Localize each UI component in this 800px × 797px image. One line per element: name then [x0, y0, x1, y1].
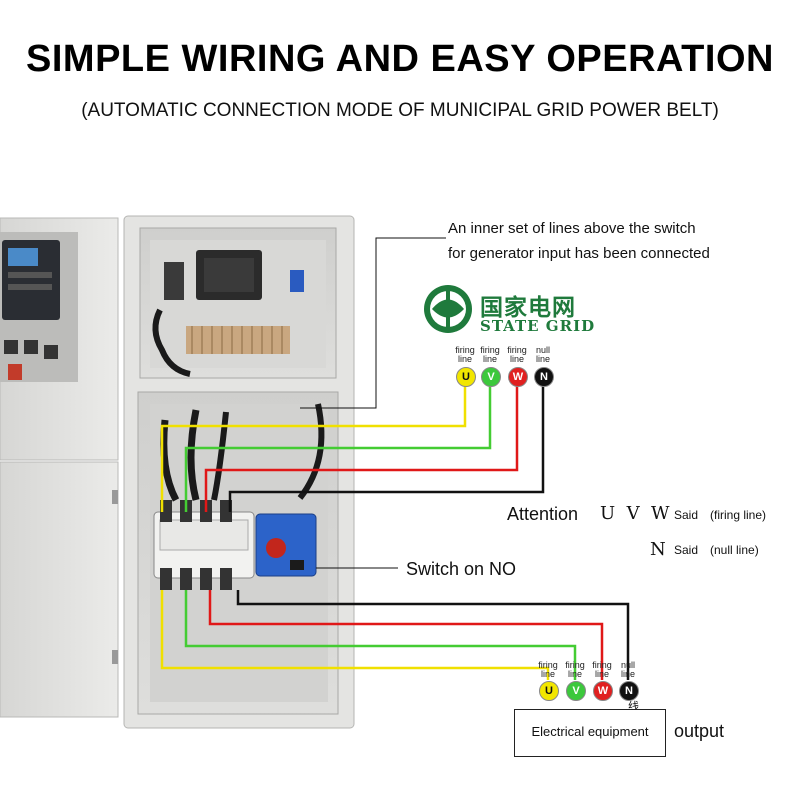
- said-label-2: Said: [674, 543, 699, 557]
- input-wires: [160, 386, 545, 512]
- said-label-1: Said: [674, 508, 699, 522]
- input-terminal-v: V: [481, 367, 501, 387]
- note-line-2: for generator input has been connected: [448, 245, 710, 262]
- input-terminal-u: U: [456, 367, 476, 387]
- output-terminal-v: V: [566, 681, 586, 701]
- input-terminal-n: N: [534, 367, 554, 387]
- null-line-symbol: N: [650, 539, 666, 560]
- attention-label: Attention: [507, 504, 579, 524]
- page-title: SIMPLE WIRING AND EASY OPERATION: [26, 38, 774, 80]
- state-grid-logo-icon: [424, 285, 472, 333]
- firing-line-symbols: U V W: [600, 503, 670, 524]
- wire-output-n: [236, 590, 630, 680]
- output-terminal-n: N: [619, 681, 639, 701]
- output-terminal-u: U: [539, 681, 559, 701]
- wire-output-w: [208, 590, 604, 680]
- wire-input-w: [204, 386, 519, 512]
- wire-input-u: [160, 386, 467, 512]
- transfer-switch: [153, 500, 317, 590]
- generator-input-note: An inner set of lines above the switch f…: [448, 216, 710, 266]
- note-leader-line: [300, 237, 446, 409]
- electrical-equipment-box: Electrical equipment: [514, 709, 666, 757]
- wire-input-v: [184, 386, 492, 512]
- brand-chinese-name: 国家电网: [480, 295, 576, 321]
- wire-output-u: [160, 590, 550, 680]
- brand-english-name: STATE GRID: [480, 317, 596, 335]
- switch-on-no-label: Switch on NO: [406, 559, 517, 579]
- output-terminal-suffix: 线: [628, 700, 639, 713]
- output-label: output: [674, 721, 725, 741]
- wire-output-v: [184, 590, 577, 680]
- output-wires: [160, 590, 630, 680]
- page-subtitle: (AUTOMATIC CONNECTION MODE OF MUNICIPAL …: [81, 100, 719, 121]
- wire-input-n: [228, 386, 545, 512]
- cabinet-body: [123, 215, 355, 729]
- input-terminal-w: W: [508, 367, 528, 387]
- null-line-description: (null line): [710, 543, 759, 557]
- output-terminal-w: W: [593, 681, 613, 701]
- note-line-1: An inner set of lines above the switch: [448, 220, 696, 237]
- control-door: [0, 217, 119, 718]
- firing-line-description: (firing line): [710, 508, 767, 522]
